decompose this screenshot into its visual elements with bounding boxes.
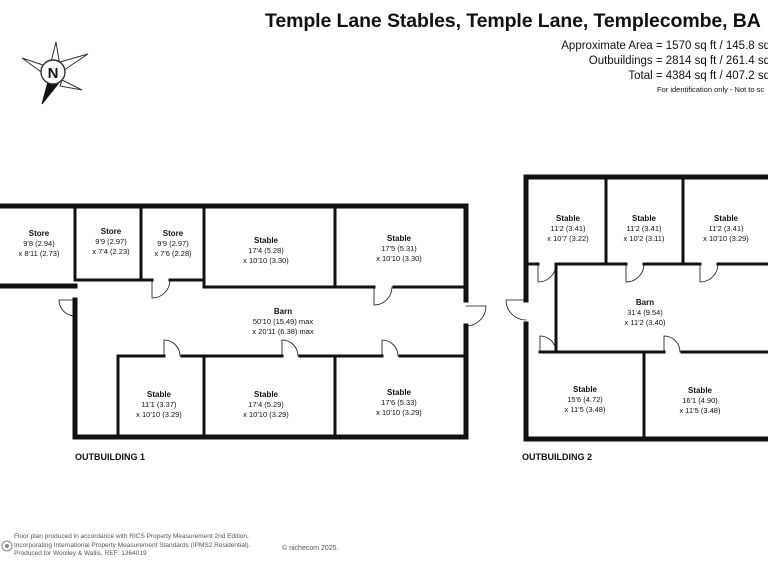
- outbuilding-1-walls: [0, 203, 487, 440]
- room-store-2: Store 9'9 (2.97) x 7'4 (2.23): [92, 227, 130, 256]
- room-stable-bot-1: Stable 11'1 (3.37) x 10'10 (3.29): [136, 390, 182, 419]
- total-area: Total = 4384 sq ft / 407.2 sq: [628, 70, 768, 82]
- room-barn: Barn 50'10 (15.49) max x 20'11 (6.38) ma…: [252, 307, 314, 336]
- copyright-text: © nichecom 2025.: [282, 545, 339, 552]
- room-stable-bot-2-ob2: Stable 16'1 (4.90) x 11'5 (3.48): [679, 386, 721, 415]
- room-stable-top-1-ob2: Stable 11'2 (3.41) x 10'7 (3.22): [547, 214, 589, 243]
- footer-line-1: Floor plan produced in accordance with R…: [14, 533, 249, 540]
- room-stable-top-3-ob2: Stable 11'2 (3.41) x 10'10 (3.29): [703, 214, 749, 243]
- outbuilding-1-label: OUTBUILDING 1: [75, 452, 146, 462]
- page-title: Temple Lane Stables, Temple Lane, Temple…: [265, 10, 761, 32]
- footer-notes: Floor plan produced in accordance with R…: [14, 533, 250, 559]
- outbuildings-area: Outbuildings = 2814 sq ft / 261.4 sq: [588, 55, 768, 67]
- room-store-3: Store 9'9 (2.97) x 7'6 (2.28): [154, 229, 192, 258]
- footer-line-2: Incorporating International Property Mea…: [14, 541, 251, 549]
- room-stable-top-1: Stable 17'4 (5.28) x 10'10 (3.30): [243, 236, 289, 265]
- room-store-1: Store 9'8 (2.94) x 8'11 (2.73): [18, 229, 60, 258]
- room-barn-ob2: Barn 31'4 (9.54) x 11'2 (3.40): [624, 298, 666, 327]
- room-stable-bot-2: Stable 17'4 (5.29) x 10'10 (3.29): [243, 390, 289, 419]
- rics-logo-icon: [1, 540, 13, 552]
- footer-line-3: Produced for Woolley & Wallis. REF: 1364…: [14, 550, 147, 557]
- room-stable-top-2-ob2: Stable 11'2 (3.41) x 10'2 (3.11): [623, 214, 665, 243]
- north-arrow-icon: N: [21, 41, 89, 105]
- approximate-area: Approximate Area = 1570 sq ft / 145.8 sq: [561, 40, 768, 52]
- room-stable-bot-3: Stable 17'6 (5.33) x 10'10 (3.29): [376, 388, 422, 417]
- compass-letter: N: [48, 65, 59, 82]
- room-stable-bot-1-ob2: Stable 15'6 (4.72) x 11'5 (3.48): [564, 385, 606, 414]
- outbuilding-2-walls: [505, 174, 768, 442]
- room-stable-top-2: Stable 17'5 (5.31) x 10'10 (3.30): [376, 234, 422, 263]
- outbuilding-2-label: OUTBUILDING 2: [522, 452, 593, 462]
- identification-note: For identification only - Not to sc: [657, 85, 765, 94]
